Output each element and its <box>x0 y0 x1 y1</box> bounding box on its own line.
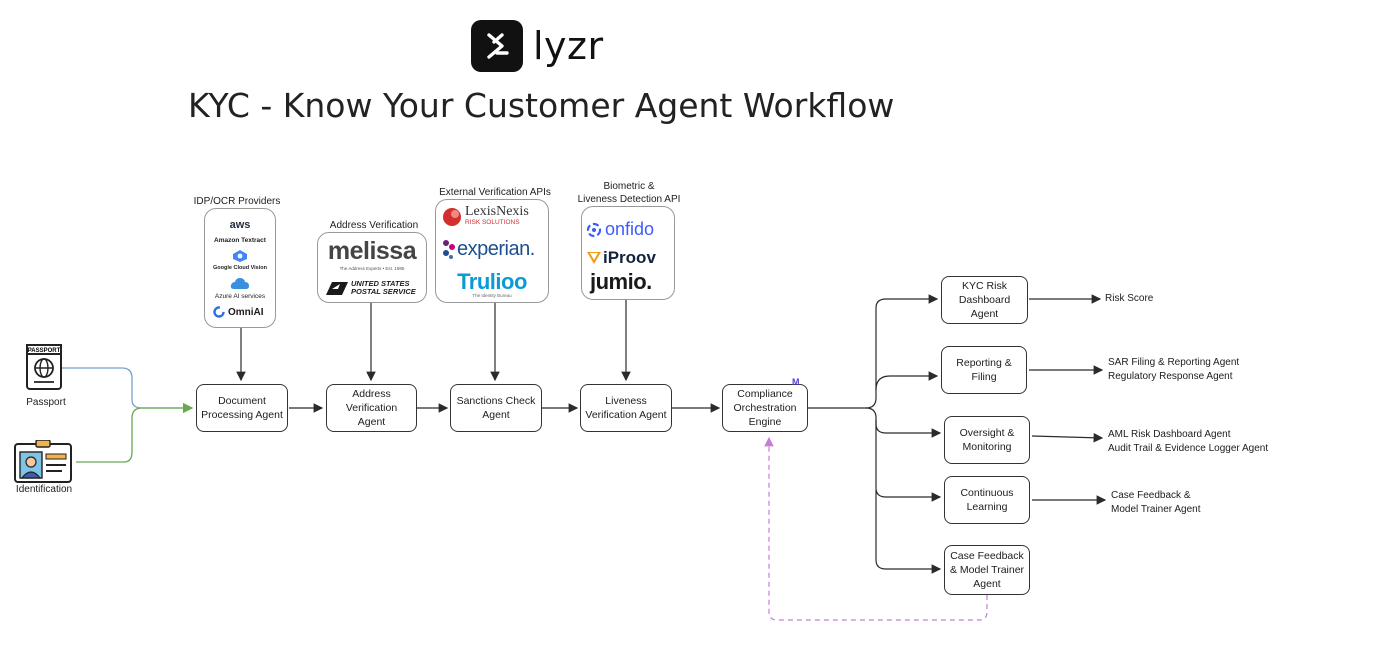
kyc-risk-dashboard-agent: KYC Risk Dashboard Agent <box>941 276 1028 324</box>
onfido-logo: onfido <box>586 219 654 240</box>
external-providers-logos: LexisNexis RISK SOLUTIONS experian. Trul… <box>435 199 549 303</box>
trulioo-tagline: The Identity Bureau <box>472 293 512 298</box>
learning-result-2: Model Trainer Agent <box>1111 504 1201 515</box>
document-processing-agent: Document Processing Agent <box>196 384 288 432</box>
azure-ai-services-label: Azure AI services <box>214 293 266 300</box>
fanout-feedback <box>875 490 942 574</box>
experian-label: experian. <box>457 238 535 260</box>
experian-dots-icon <box>443 239 455 259</box>
iproov-icon <box>587 252 601 264</box>
passport-icon: PASSPORT <box>26 344 62 390</box>
idp-providers-label: IDP/OCR Providers <box>193 196 281 207</box>
omniai-logo: OmniAI <box>213 306 264 318</box>
passport-connector <box>60 367 192 409</box>
iproov-label: iProov <box>603 248 656 267</box>
reporting-result-2: Regulatory Response Agent <box>1108 371 1233 382</box>
passport-card-text: PASSPORT <box>28 348 61 354</box>
oversight-monitoring-box: Oversight & Monitoring <box>944 416 1030 464</box>
fanout-learning <box>875 420 942 502</box>
omniai-icon <box>213 306 225 318</box>
case-feedback-model-trainer-agent: Case Feedback & Model Trainer Agent <box>944 545 1030 595</box>
passport-label: Passport <box>26 397 66 408</box>
address-verification-label: Address Verification <box>329 220 419 231</box>
iproov-logo: iProov <box>586 248 656 268</box>
liveness-verification-agent: Liveness Verification Agent <box>580 384 672 432</box>
fanout-oversight <box>865 407 942 438</box>
lyzr-mark-icon <box>471 20 523 72</box>
sanctions-check-agent: Sanctions Check Agent <box>450 384 542 432</box>
melissa-logo: melissa <box>327 237 417 265</box>
oversight-result-2: Audit Trail & Evidence Logger Agent <box>1108 443 1269 454</box>
usps-logo: UNITED STATES POSTAL SERVICE <box>326 280 416 296</box>
onfido-label: onfido <box>605 219 655 239</box>
lexisnexis-logo: LexisNexis RISK SOLUTIONS <box>442 204 529 228</box>
azure-icon <box>230 277 250 295</box>
omniai-label: OmniAI <box>228 306 264 318</box>
google-cloud-vision-label: Google Cloud Vision <box>213 265 267 271</box>
brand-logo: lyzr <box>471 20 604 72</box>
fanout-risk <box>865 294 939 409</box>
risk-result-1: Risk Score <box>1105 293 1154 304</box>
feedback-loop <box>764 436 988 621</box>
continuous-learning-box: Continuous Learning <box>944 476 1030 524</box>
experian-logo: experian. <box>442 238 535 261</box>
usps-line2: POSTAL SERVICE <box>351 287 416 296</box>
identification-connector <box>76 402 194 463</box>
oversight-result-1: AML Risk Dashboard Agent <box>1108 429 1231 440</box>
lexisnexis-label: LexisNexis <box>465 204 529 219</box>
address-providers-logos: melissa The Address Experts • Est. 1985 … <box>317 232 427 303</box>
trulioo-logo: Trulioo <box>457 269 527 294</box>
idp-providers-logos: aws Amazon Textract Google Cloud Vision … <box>204 208 276 328</box>
external-verification-label: External Verification APIs <box>439 187 551 198</box>
lexisnexis-icon <box>443 208 461 226</box>
biometric-label-line1: Biometric & <box>603 181 655 192</box>
out-arrow-oversight <box>1031 432 1104 443</box>
amazon-textract-label: Amazon Textract <box>214 237 266 244</box>
onfido-icon <box>586 222 602 237</box>
identification-label: Identification <box>15 484 73 495</box>
fanout-reporting <box>875 371 939 391</box>
google-cloud-icon <box>232 249 248 268</box>
aws-logo: aws <box>229 219 251 231</box>
learning-result-1: Case Feedback & <box>1111 490 1191 501</box>
usps-line1: UNITED STATES <box>351 279 410 288</box>
biometric-providers-logos: onfido iProov jumio. <box>581 206 675 300</box>
usps-eagle-icon <box>326 282 348 295</box>
compliance-orchestration-engine: Compliance Orchestration Engine <box>722 384 808 432</box>
lexisnexis-tagline: RISK SOLUTIONS <box>465 219 520 226</box>
identification-icon <box>14 439 72 484</box>
melissa-tagline: The Address Experts • Est. 1985 <box>339 266 405 271</box>
compliance-badge-icon: M <box>792 377 800 387</box>
biometric-label-line2: Liveness Detection API <box>577 194 681 205</box>
reporting-filing-box: Reporting & Filing <box>941 346 1027 394</box>
address-verification-agent: Address Verification Agent <box>326 384 417 432</box>
jumio-logo: jumio. <box>590 269 652 294</box>
page-title: KYC - Know Your Customer Agent Workflow <box>188 86 895 125</box>
brand-name: lyzr <box>533 24 604 68</box>
reporting-result-1: SAR Filing & Reporting Agent <box>1108 357 1240 368</box>
